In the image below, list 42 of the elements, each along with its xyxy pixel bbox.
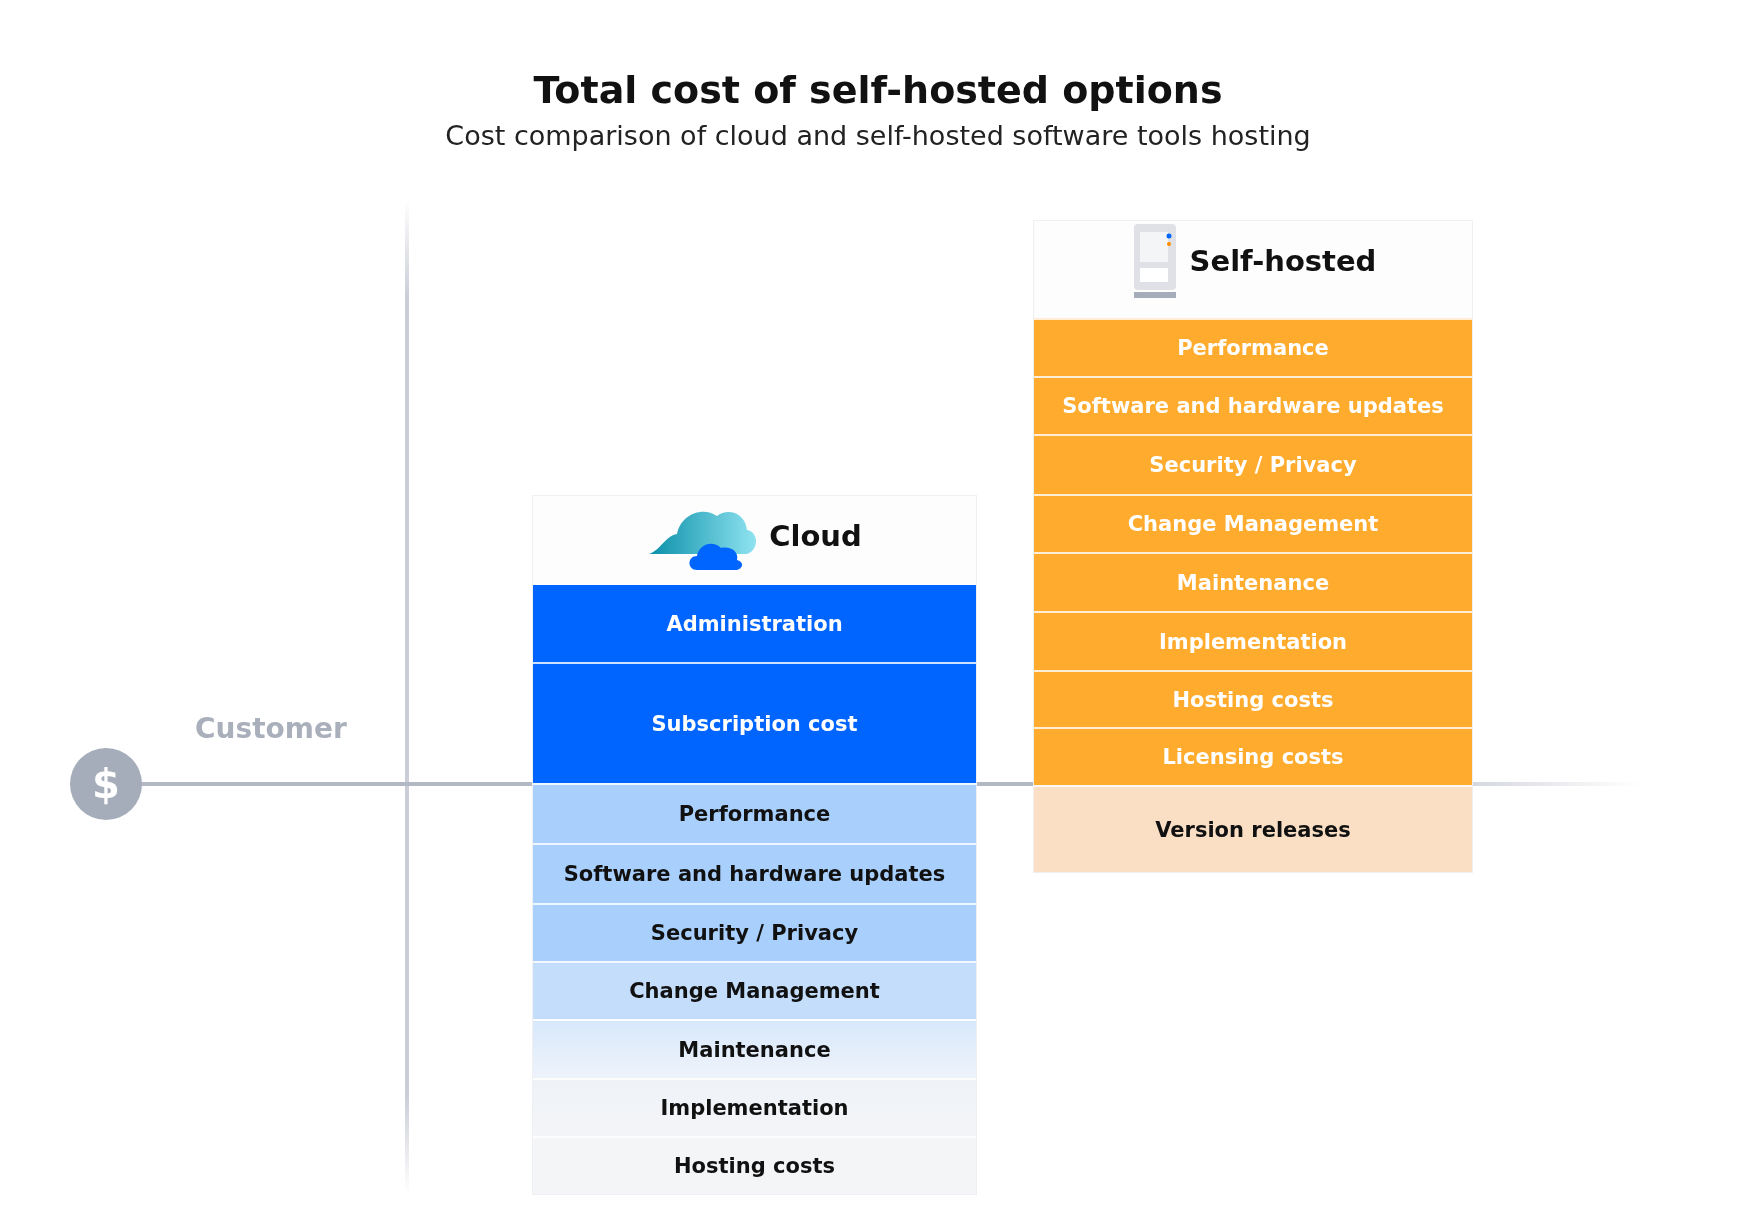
- band-label: Version releases: [1155, 817, 1351, 842]
- cost-band: [533, 783, 976, 843]
- band-label: Performance: [1177, 336, 1329, 360]
- band-label: Change Management: [629, 979, 880, 1003]
- band-label: Subscription cost: [651, 711, 858, 736]
- band-label: Hosting costs: [674, 1154, 835, 1178]
- band-label: Software and hardware updates: [1062, 394, 1444, 418]
- cost-band: [1034, 494, 1472, 552]
- cost-band: [533, 843, 976, 903]
- cost-band: [1034, 727, 1472, 785]
- cost-band: [1034, 434, 1472, 494]
- cost-band: [533, 585, 976, 662]
- cost-band: [533, 1019, 976, 1078]
- cost-band: [533, 961, 976, 1019]
- cost-band: [533, 662, 976, 783]
- band-label: Implementation: [1158, 629, 1348, 654]
- axis-label: Customer: [195, 712, 347, 745]
- cost-band: [1034, 611, 1472, 670]
- band-label: Security / Privacy: [650, 921, 859, 945]
- cost-band: [1034, 376, 1472, 434]
- band-label: Implementation: [660, 1096, 849, 1120]
- cost-band: [1034, 785, 1472, 872]
- subtitle: Cost comparison of cloud and self-hosted software tools hosting: [444, 120, 1312, 151]
- column-heading: Self-hosted: [1189, 244, 1377, 278]
- cost-band: [533, 903, 976, 961]
- cost-column: [532, 495, 977, 1195]
- cost-band: [1034, 318, 1472, 376]
- band-label: Performance: [678, 802, 831, 826]
- title: Total cost of self-hosted options: [532, 68, 1224, 112]
- band-label: Administration: [666, 611, 843, 636]
- band-label: Change Management: [1127, 512, 1379, 536]
- band-label: Software and hardware updates: [563, 862, 946, 886]
- band-label: Security / Privacy: [1149, 453, 1357, 477]
- band-label: Maintenance: [678, 1037, 831, 1062]
- cost-column: [1033, 220, 1473, 873]
- column-heading: Cloud: [769, 519, 862, 553]
- band-label: Hosting costs: [1172, 687, 1334, 712]
- dollar-circle: $: [70, 748, 142, 820]
- cost-band: [1034, 552, 1472, 611]
- band-label: Licensing costs: [1162, 745, 1344, 769]
- cost-band: [1034, 670, 1472, 727]
- band-label: Maintenance: [1176, 570, 1330, 595]
